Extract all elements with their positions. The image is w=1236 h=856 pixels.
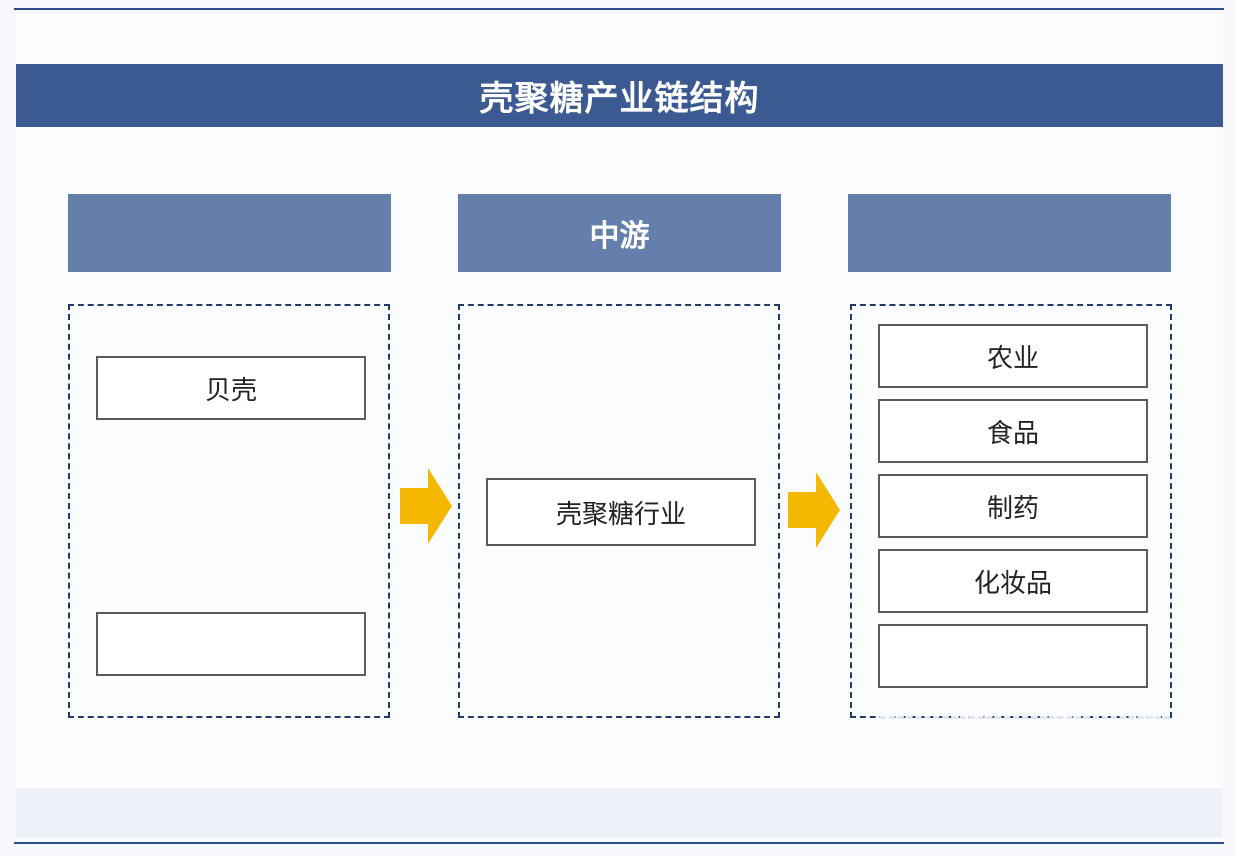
- downstream-item-cosmetics: 化妆品: [878, 549, 1148, 613]
- top-border: [14, 8, 1224, 10]
- upstream-group: 贝壳: [68, 304, 390, 718]
- upstream-header: [68, 194, 391, 272]
- upstream-item-2: [96, 612, 366, 676]
- diagram-title: 壳聚糖产业链结构: [16, 64, 1223, 127]
- downstream-group: 农业 食品 制药 化妆品: [850, 304, 1172, 718]
- downstream-item-food: 食品: [878, 399, 1148, 463]
- midstream-item-chitosan-industry: 壳聚糖行业: [486, 478, 756, 546]
- midstream-header: 中游: [458, 194, 781, 272]
- right-arrow-icon: [788, 472, 840, 548]
- footer-band: [16, 788, 1222, 838]
- downstream-item-agriculture: 农业: [878, 324, 1148, 388]
- right-arrow-icon: [400, 468, 452, 544]
- downstream-header: [848, 194, 1171, 272]
- midstream-group: 壳聚糖行业: [458, 304, 780, 718]
- downstream-item-pharma: 制药: [878, 474, 1148, 538]
- divider: [880, 716, 1170, 723]
- upstream-item-shell: 贝壳: [96, 356, 366, 420]
- downstream-item-5: [878, 624, 1148, 688]
- bottom-border: [14, 842, 1224, 844]
